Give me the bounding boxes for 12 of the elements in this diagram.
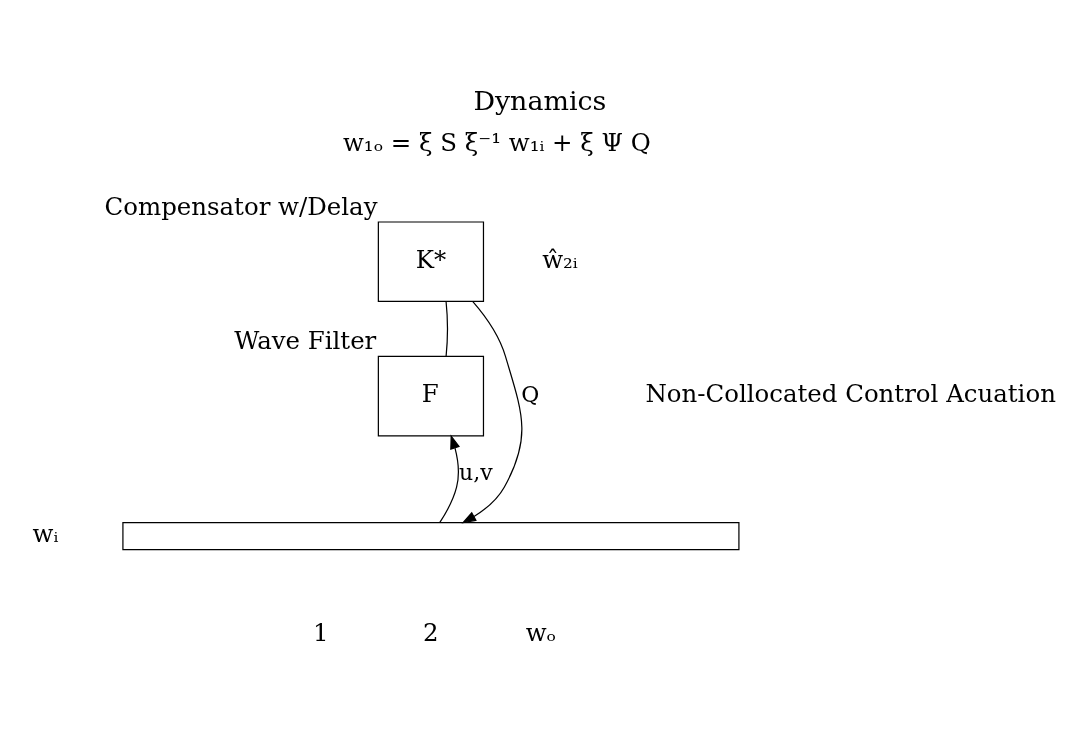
- label: 1: [312, 617, 329, 647]
- label: w₁ₒ = ξ S ξ⁻¹ w₁ᵢ + ξ Ψ Q: [342, 127, 651, 157]
- edge-label: u,v: [459, 459, 493, 485]
- edge-label: Q: [521, 381, 540, 407]
- label: wₒ: [525, 617, 556, 647]
- label: ŵ₂ᵢ: [542, 244, 578, 274]
- label: wᵢ: [32, 518, 59, 548]
- label: 2: [422, 617, 439, 647]
- label: Non-Collocated Control Acuation: [645, 378, 1056, 408]
- node-label: Wave Filter: [234, 325, 377, 355]
- diagram-title: Dynamics: [473, 84, 607, 116]
- node-label: Compensator w/Delay: [104, 191, 378, 221]
